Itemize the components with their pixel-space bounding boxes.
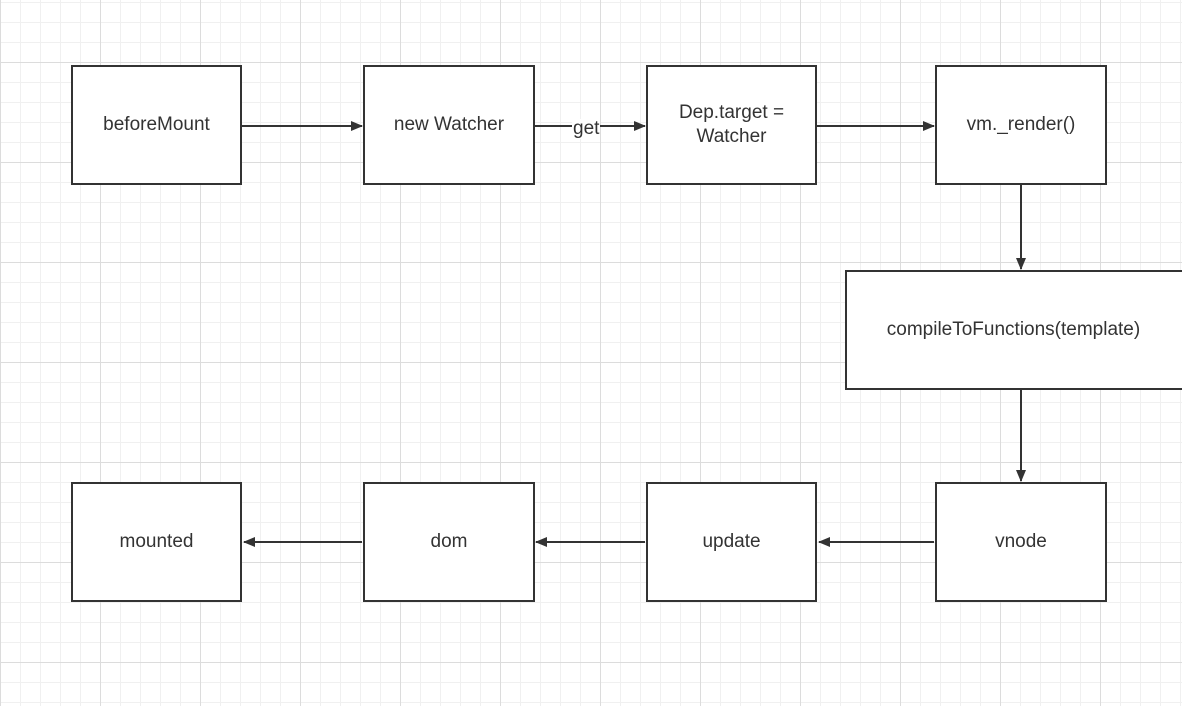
edge-label-get: get [572,118,601,139]
node-compile-to-functions[interactable]: compileToFunctions(template) [845,270,1182,390]
node-dep-target[interactable]: Dep.target = Watcher [646,65,817,185]
node-update[interactable]: update [646,482,817,602]
node-dom[interactable]: dom [363,482,535,602]
node-mounted[interactable]: mounted [71,482,242,602]
node-vm-render[interactable]: vm._render() [935,65,1107,185]
node-before-mount[interactable]: beforeMount [71,65,242,185]
node-new-watcher[interactable]: new Watcher [363,65,535,185]
node-vnode[interactable]: vnode [935,482,1107,602]
